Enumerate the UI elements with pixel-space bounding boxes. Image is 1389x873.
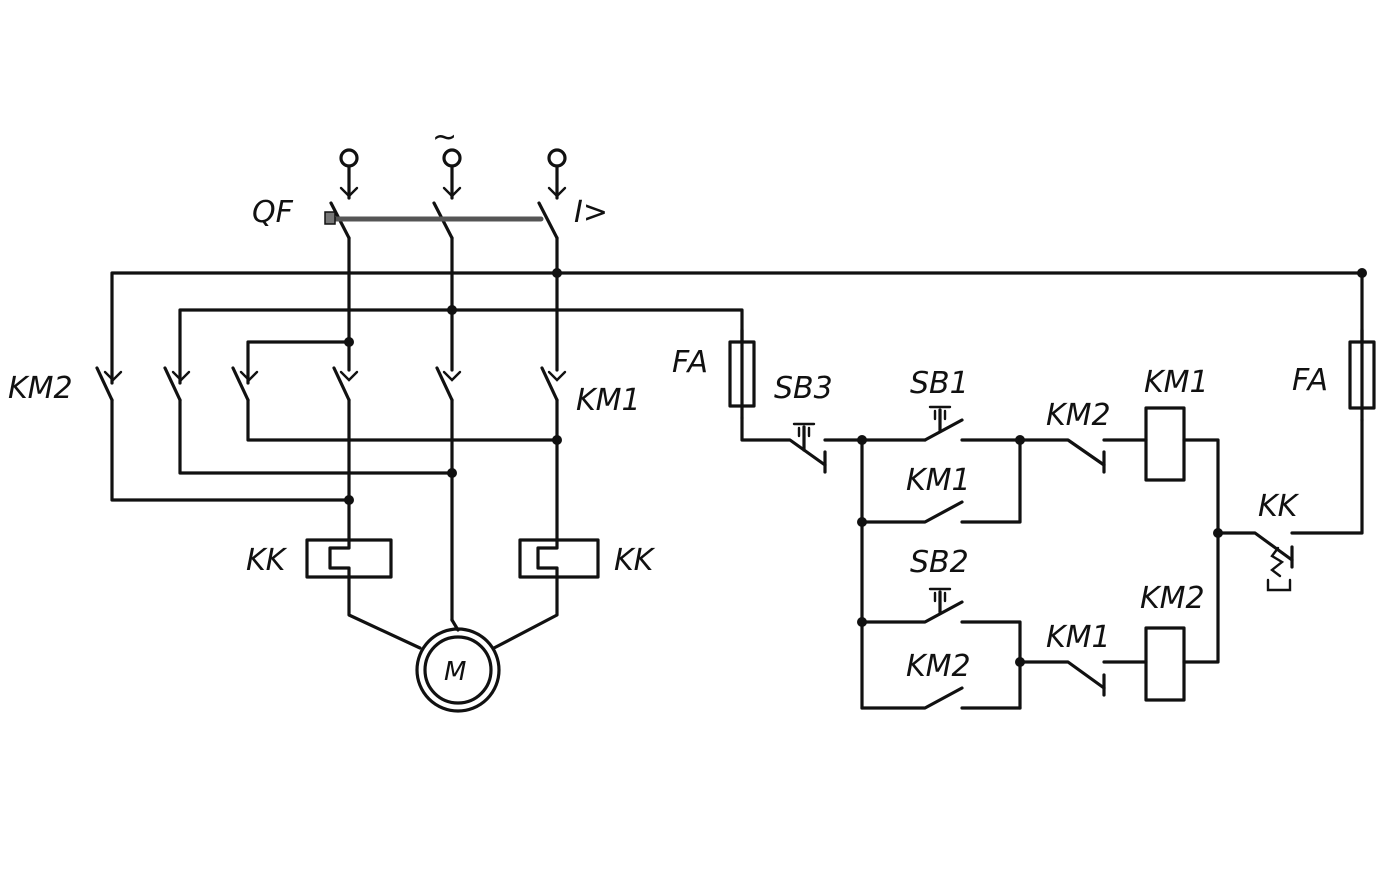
fuse-fa-left bbox=[728, 328, 756, 420]
km1-hold-label: KM1 bbox=[906, 463, 971, 498]
km1-holding-contact bbox=[860, 438, 1022, 524]
kk-left-label: KK bbox=[246, 543, 288, 578]
supply-symbol: ~ bbox=[432, 120, 457, 155]
kk-right-label: KK bbox=[614, 543, 656, 578]
start-button-sb1 bbox=[860, 405, 1022, 442]
km1-interlock-label: KM1 bbox=[1046, 620, 1111, 655]
top-bus bbox=[110, 271, 1364, 385]
contactor-km2-power bbox=[95, 366, 559, 502]
km2-hold-label: KM2 bbox=[906, 649, 971, 684]
fuse-fa-right bbox=[1348, 328, 1376, 422]
motor-m bbox=[347, 575, 559, 713]
fuse-left-label: FA bbox=[672, 345, 708, 380]
breaker-label: QF bbox=[252, 195, 294, 230]
thermal-contact-kk bbox=[1216, 418, 1364, 592]
junction-dots bbox=[344, 268, 1367, 505]
km2-interlock-label: KM2 bbox=[1046, 398, 1111, 433]
km2-interlock-contact bbox=[1018, 438, 1148, 474]
km1-coil-label: KM1 bbox=[1144, 365, 1209, 400]
coil-km2 bbox=[1144, 626, 1186, 702]
motor-label: M bbox=[444, 657, 466, 687]
sb1-label: SB1 bbox=[910, 366, 969, 401]
km2-holding-contact bbox=[860, 686, 1022, 710]
contactor-km1-power bbox=[332, 366, 567, 622]
km1-power-label: KM1 bbox=[576, 383, 641, 418]
phase-lines bbox=[347, 236, 559, 372]
kk-control-label: KK bbox=[1258, 489, 1300, 524]
km2-coil-label: KM2 bbox=[1140, 581, 1205, 616]
overcurrent-label: I> bbox=[574, 195, 608, 230]
supply-terminals bbox=[339, 148, 567, 200]
fuse-right-label: FA bbox=[1292, 363, 1328, 398]
km1-interlock-contact bbox=[1018, 660, 1148, 697]
coil-km1 bbox=[1144, 406, 1220, 664]
circuit-breaker-qf bbox=[324, 201, 559, 240]
km2-power-label: KM2 bbox=[8, 371, 73, 406]
start-button-sb2 bbox=[860, 587, 1022, 710]
sb3-label: SB3 bbox=[774, 371, 833, 406]
stop-button-sb3 bbox=[740, 416, 864, 474]
sb2-label: SB2 bbox=[910, 545, 969, 580]
